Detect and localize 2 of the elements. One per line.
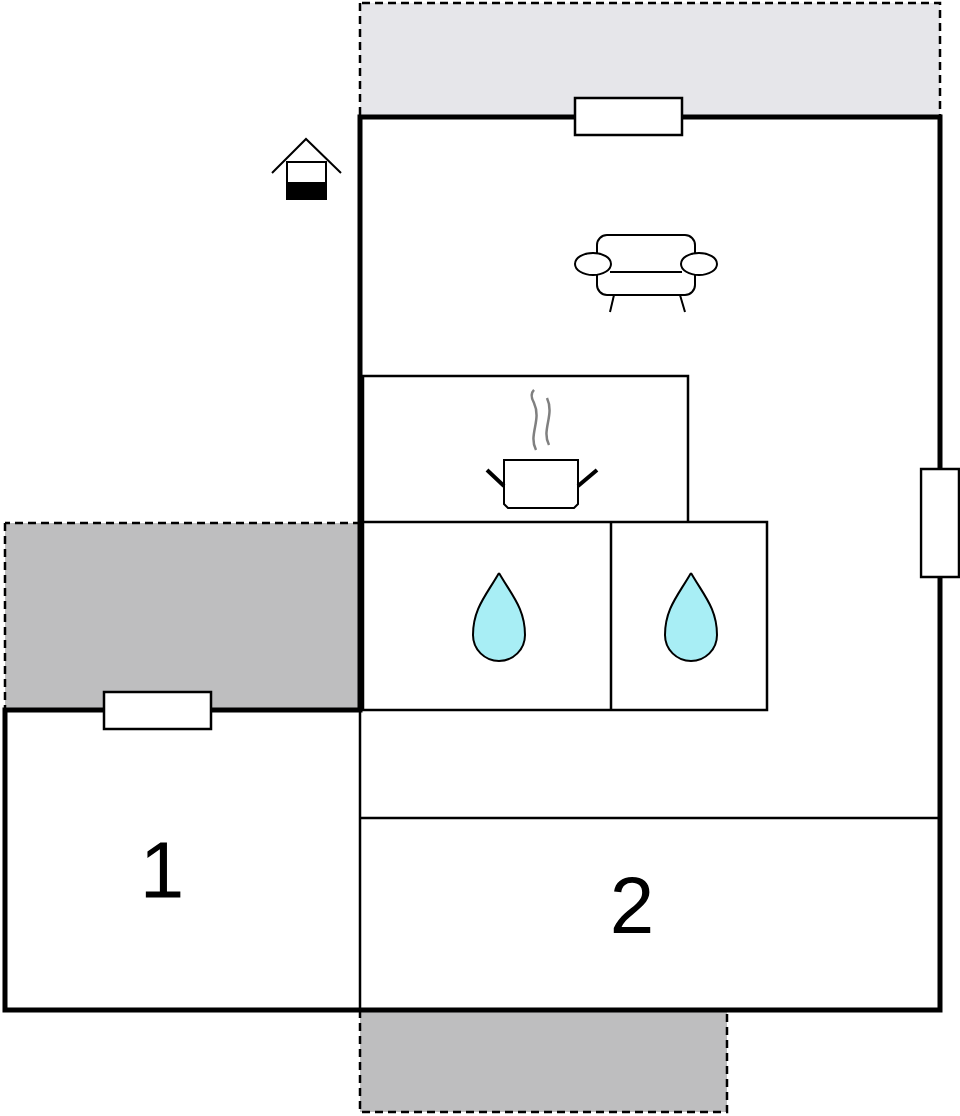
room-number: 2 xyxy=(613,877,651,933)
room-number: 1 xyxy=(145,842,181,898)
